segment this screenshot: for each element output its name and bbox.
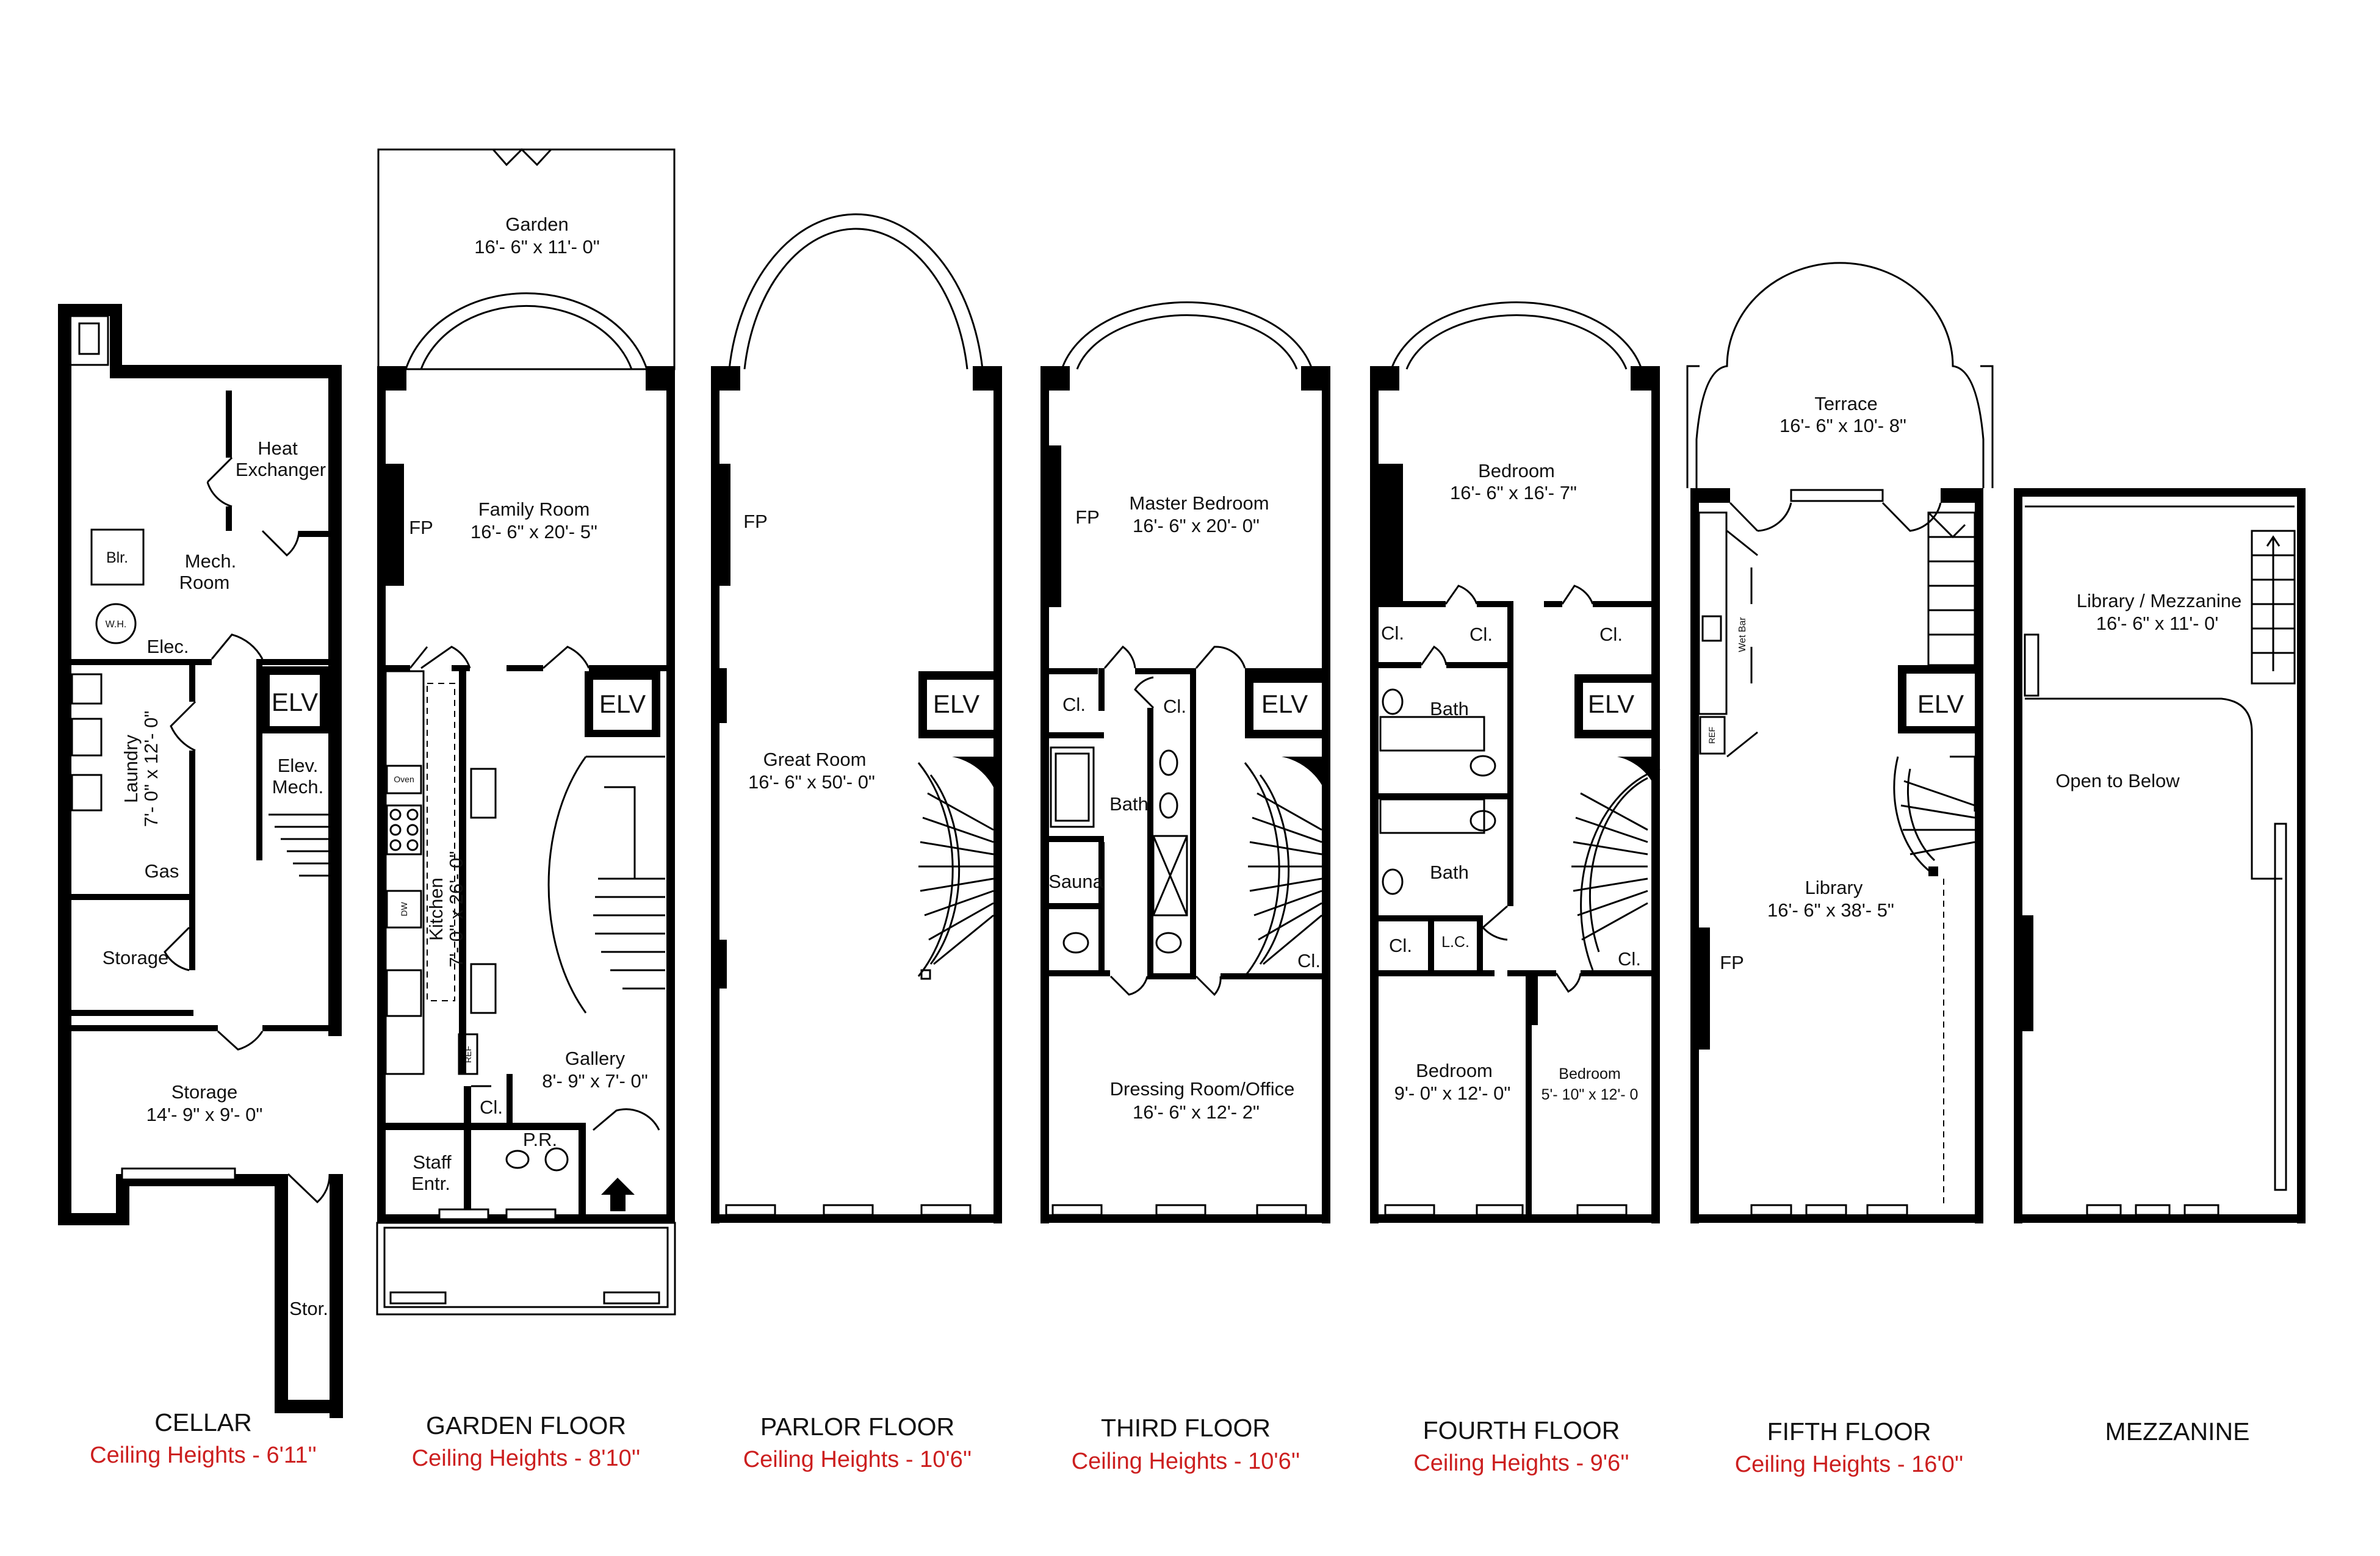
kitchen-label-2: 7'- 0" x 26'- 0": [445, 851, 467, 968]
cellar-elv-label: ELV: [272, 688, 318, 716]
gallery-dim: 8'- 9" x 7'- 0": [542, 1070, 647, 1092]
family-room-dim: 16'- 6" x 20'- 5": [471, 521, 597, 542]
garden-floor-title: GARDEN FLOOR: [426, 1411, 626, 1439]
fourth-floor-plan: Bedroom 16'- 6" x 16'- 7" Cl. Cl. Cl. Cl…: [1370, 301, 1661, 1223]
library-mezzanine-dim: 16'- 6" x 11'- 0': [2096, 613, 2219, 634]
third-floor-title: THIRD FLOOR: [1101, 1414, 1271, 1442]
floor-titles: CELLAR Ceiling Heights - 6'11'' GARDEN F…: [90, 1408, 2249, 1477]
garden-label: Garden: [505, 214, 568, 235]
fourth-cl-label-1: Cl.: [1381, 622, 1404, 644]
fourth-bath-label-2: Bath: [1430, 862, 1469, 883]
cellar-heat-label-1: Heat: [258, 438, 298, 459]
cellar-elec-label: Elec.: [147, 636, 189, 657]
fourth-elv-label: ELV: [1588, 690, 1634, 718]
fourth-ceiling-height: Ceiling Heights - 9'6'': [1413, 1450, 1629, 1476]
fourth-bedroom-left-dim: 9'- 0" x 12'- 0": [1394, 1082, 1511, 1104]
parlor-elv-label: ELV: [933, 690, 979, 718]
kitchen-label-1: Kitchen: [425, 877, 447, 940]
cellar-elev-mech-label-2: Mech.: [272, 776, 323, 798]
cellar-gas-label: Gas: [145, 860, 179, 882]
fourth-cl-label-5: Cl.: [1618, 948, 1641, 970]
parlor-ceiling-height: Ceiling Heights - 10'6'': [743, 1447, 972, 1472]
fourth-bedroom-top-label: Bedroom: [1478, 460, 1555, 481]
cellar-ceiling-height: Ceiling Heights - 6'11'': [90, 1443, 317, 1468]
parlor-fp-label: FP: [743, 511, 768, 532]
fourth-bedroom-right-dim: 5'- 10" x 12'- 0: [1542, 1086, 1639, 1103]
open-to-below-label: Open to Below: [2055, 770, 2180, 791]
third-cl-label-3: Cl.: [1297, 950, 1321, 971]
fifth-ceiling-height: Ceiling Heights - 16'0'': [1735, 1452, 1964, 1477]
master-bedroom-dim: 16'- 6" x 20'- 0": [1133, 515, 1260, 536]
fourth-cl-label-2: Cl.: [1469, 624, 1493, 645]
fourth-bedroom-left-label: Bedroom: [1416, 1060, 1493, 1081]
fifth-floor-title: FIFTH FLOOR: [1767, 1417, 1931, 1446]
terrace-label: Terrace: [1814, 393, 1877, 414]
third-elv-label: ELV: [1261, 690, 1308, 718]
fourth-bedroom-right-label: Bedroom: [1559, 1065, 1620, 1082]
dressing-room-label: Dressing Room/Office: [1110, 1078, 1295, 1100]
staff-entr-label-1: Staff: [413, 1151, 452, 1173]
cellar-laundry-label-1: Laundry: [120, 734, 142, 803]
terrace-dim: 16'- 6" x 10'- 8": [1780, 415, 1906, 436]
fourth-bedroom-top-dim: 16'- 6" x 16'- 7": [1450, 482, 1577, 503]
fourth-lc-label: L.C.: [1441, 934, 1469, 951]
great-room-label: Great Room: [763, 749, 867, 770]
library-label: Library: [1805, 877, 1863, 898]
wet-bar-label: Wet Bar: [1737, 617, 1748, 652]
cellar-mech-label-2: Room: [179, 572, 230, 593]
staff-entr-label-2: Entr.: [411, 1173, 450, 1194]
garden-dw-label: DW: [399, 902, 409, 917]
cellar-stor-label: Stor.: [289, 1298, 328, 1319]
cellar-boiler-label: Blr.: [106, 549, 128, 566]
third-floor-plan: Master Bedroom 16'- 6" x 20'- 0" FP Cl. …: [1040, 301, 1330, 1223]
cellar-wh-label: W.H.: [106, 619, 127, 630]
garden-elv-label: ELV: [599, 690, 646, 718]
cellar-laundry-label-2: 7'- 0" x 12'- 0": [140, 711, 162, 827]
fourth-bath-label-1: Bath: [1430, 698, 1469, 719]
great-room-dim: 16'- 6" x 50'- 0": [748, 771, 875, 793]
gallery-label: Gallery: [565, 1048, 626, 1069]
family-room-label: Family Room: [478, 499, 590, 520]
cellar-title: CELLAR: [154, 1408, 252, 1436]
library-mezzanine-label: Library / Mezzanine: [2077, 590, 2242, 611]
fifth-elv-label: ELV: [1917, 690, 1964, 718]
third-cl-label-2: Cl.: [1163, 696, 1186, 717]
third-fp-label: FP: [1075, 506, 1100, 528]
library-dim: 16'- 6" x 38'- 5": [1767, 899, 1894, 921]
sauna-label: Sauna: [1048, 871, 1103, 892]
garden-ceiling-height: Ceiling Heights - 8'10'': [412, 1446, 641, 1471]
parlor-floor-plan: FP Great Room 16'- 6" x 50'- 0" ELV: [711, 213, 1002, 1223]
fourth-floor-title: FOURTH FLOOR: [1423, 1416, 1620, 1444]
cellar-mech-label-1: Mech.: [185, 550, 236, 572]
cellar-storage-small-label: Storage: [103, 947, 169, 968]
mezzanine-plan: Library / Mezzanine 16'- 6" x 11'- 0' Op…: [2014, 488, 2306, 1223]
garden-fp-label: FP: [409, 517, 433, 538]
parlor-floor-title: PARLOR FLOOR: [760, 1413, 954, 1441]
third-cl-label-1: Cl.: [1062, 694, 1086, 715]
garden-dim: 16'- 6" x 11'- 0": [474, 236, 600, 258]
garden-cl-label: Cl.: [480, 1097, 503, 1118]
third-bath-label: Bath: [1109, 793, 1149, 815]
third-ceiling-height: Ceiling Heights - 10'6'': [1072, 1449, 1300, 1474]
dressing-room-dim: 16'- 6" x 12'- 2": [1133, 1101, 1260, 1123]
fourth-cl-label-4: Cl.: [1389, 935, 1412, 956]
cellar-storage-large-label: Storage: [171, 1081, 238, 1103]
cellar-elev-mech-label-1: Elev.: [278, 755, 319, 776]
powder-room-label: P.R.: [523, 1129, 557, 1150]
cellar-storage-large-dim: 14'- 9" x 9'- 0": [146, 1104, 263, 1125]
fourth-cl-label-3: Cl.: [1599, 624, 1623, 645]
master-bedroom-label: Master Bedroom: [1129, 492, 1269, 514]
garden-ref-label: REF: [463, 1046, 473, 1063]
cellar-heat-label-2: Exchanger: [236, 459, 326, 480]
cellar-plan: Heat Exchanger Blr. Mech. Room W.H. Elec…: [58, 304, 343, 1418]
fifth-floor-plan: Terrace 16'- 6" x 10'- 8" Wet Bar REF EL…: [1686, 262, 1994, 1223]
garden-oven-label: Oven: [394, 774, 414, 784]
fifth-fp-label: FP: [1720, 952, 1744, 973]
garden-floor-plan: Garden 16'- 6" x 11'- 0" Family Room 16'…: [376, 148, 676, 1316]
mezzanine-title: MEZZANINE: [2105, 1417, 2250, 1446]
fifth-ref-label: REF: [1707, 727, 1717, 744]
